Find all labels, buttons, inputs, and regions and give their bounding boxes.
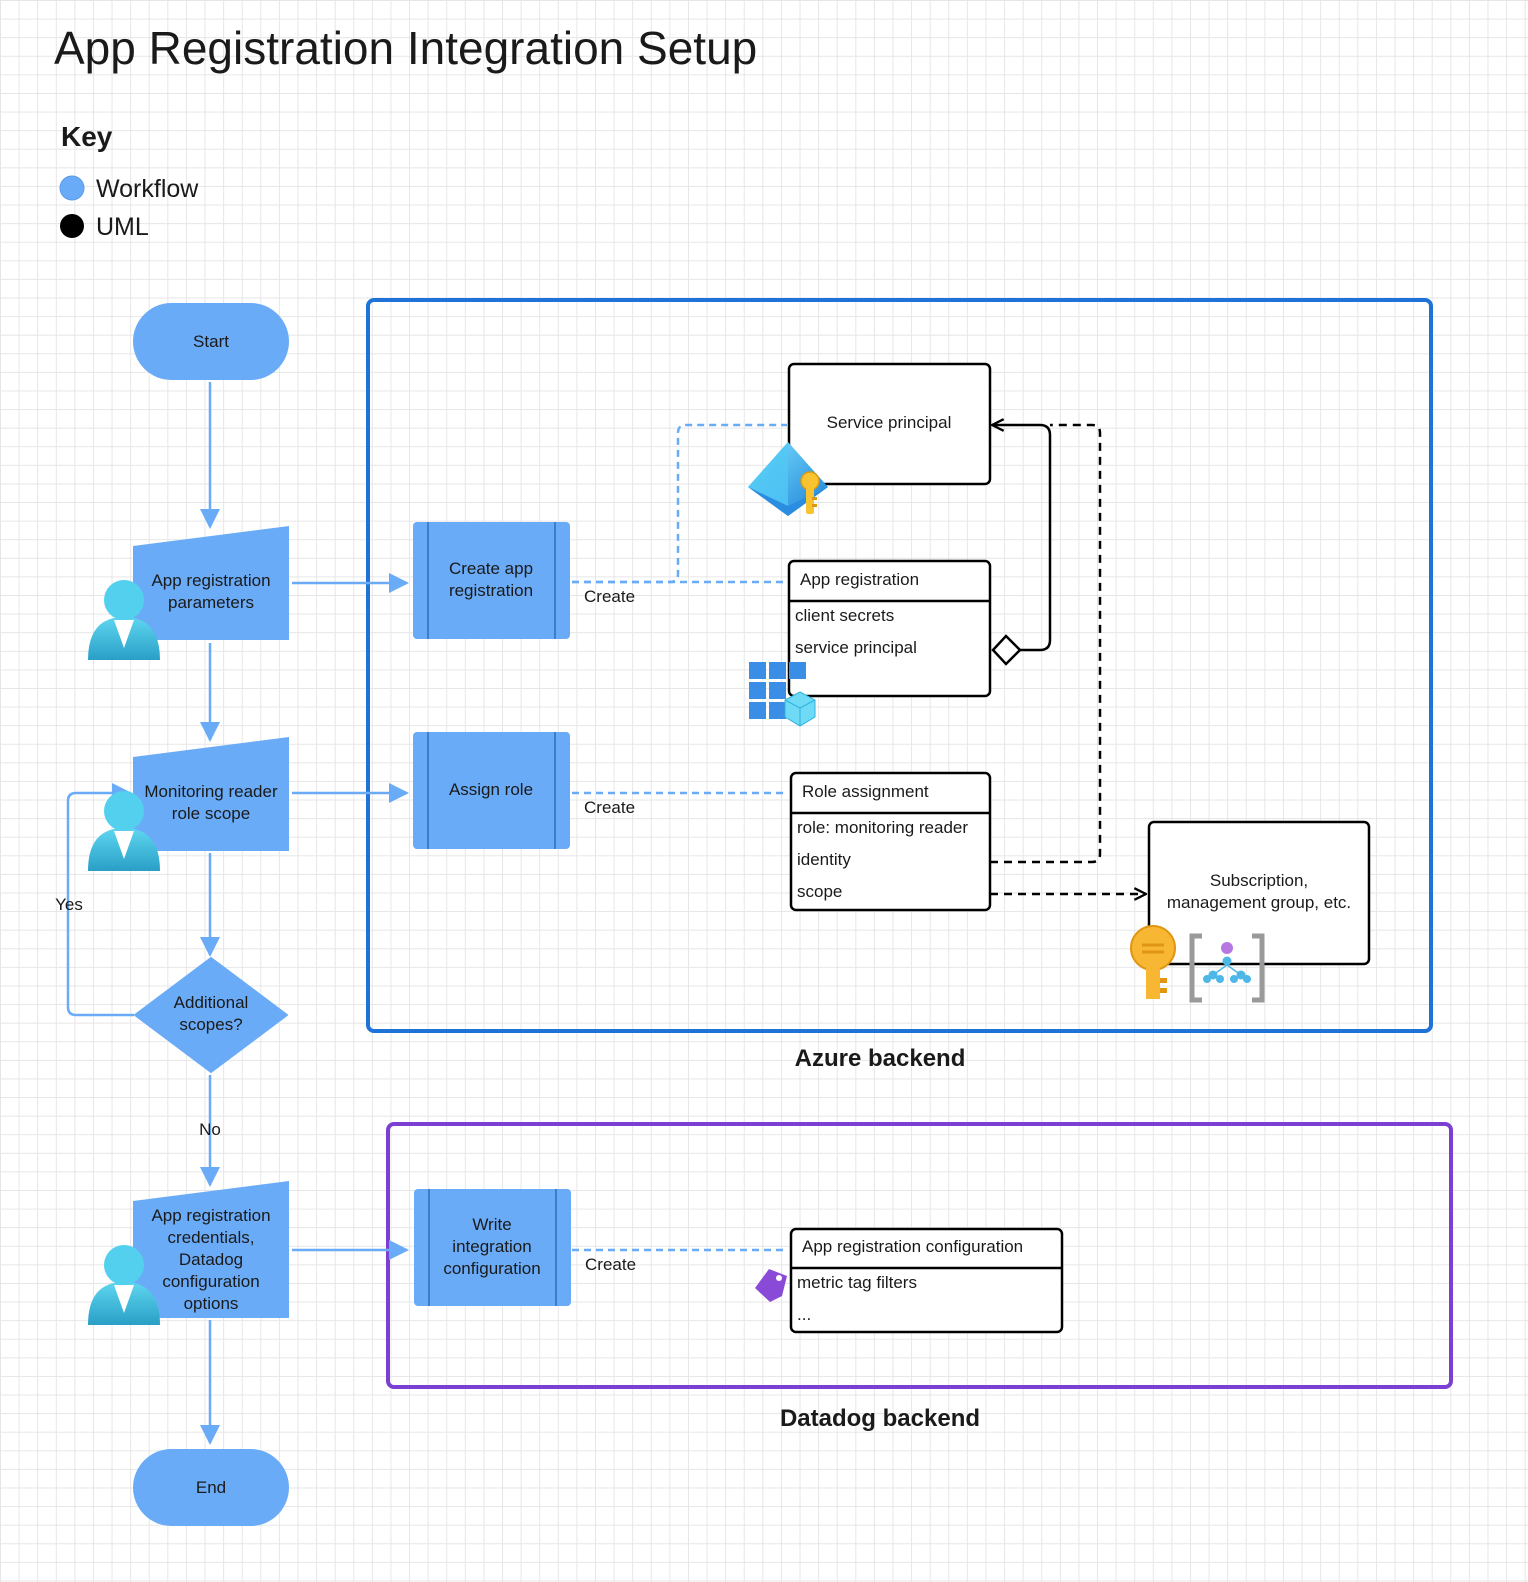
entra-id-icon <box>748 442 828 516</box>
credentials-line2: credentials, <box>168 1228 255 1247</box>
monitoring-scope-line1: Monitoring reader <box>144 782 278 801</box>
create-app-reg-line2: registration <box>449 581 533 600</box>
datadog-backend-container <box>386 1122 1453 1389</box>
subscription-line1: Subscription, <box>1210 871 1308 890</box>
app-registration-header: App registration <box>800 570 919 589</box>
additional-scopes-decision[interactable]: Additional scopes? <box>134 957 288 1073</box>
create-label-app-reg: Create <box>584 587 635 606</box>
role-assignment-class[interactable]: Role assignment role: monitoring reader … <box>789 771 992 912</box>
user-icon <box>88 580 160 660</box>
assign-role-label: Assign role <box>449 780 533 799</box>
monitoring-scope-line2: role scope <box>172 804 250 823</box>
role-assignment-field-role: role: monitoring reader <box>797 818 968 837</box>
app-reg-config-field-more: ... <box>797 1305 811 1324</box>
app-reg-config-header: App registration configuration <box>802 1237 1023 1256</box>
role-assignment-field-scope: scope <box>797 882 842 901</box>
user-icon <box>88 1245 160 1325</box>
uml-relations <box>992 425 1052 666</box>
credentials-line4: configuration <box>162 1272 259 1291</box>
app-registration-icon <box>749 662 816 727</box>
credentials-line3: Datadog <box>179 1250 243 1269</box>
app-reg-params-line1: App registration <box>151 571 270 590</box>
key-uml-label: UML <box>96 213 149 241</box>
app-registration-configuration-class[interactable]: App registration configuration metric ta… <box>789 1227 1064 1334</box>
credentials-line5: options <box>184 1294 239 1313</box>
service-principal-label: Service principal <box>827 413 952 432</box>
datadog-backend-label: Datadog backend <box>780 1405 980 1432</box>
create-label-config: Create <box>585 1255 636 1274</box>
write-config-line2: integration <box>452 1237 531 1256</box>
decision-line1: Additional <box>174 993 249 1012</box>
start-label: Start <box>193 332 229 351</box>
subscription-line2: management group, etc. <box>1167 893 1351 912</box>
key-workflow-label: Workflow <box>96 175 199 203</box>
azure-backend-label: Azure backend <box>795 1045 966 1072</box>
azure-backend-container <box>366 298 1433 1033</box>
end-label: End <box>196 1478 226 1497</box>
subscription-class[interactable]: Subscription, management group, etc. <box>1147 820 1371 966</box>
workflow-connectors <box>66 382 409 1445</box>
app-registration-field-service-principal: service principal <box>795 638 917 657</box>
create-app-reg-line1: Create app <box>449 559 533 578</box>
key-title: Key <box>61 121 113 152</box>
tag-icon <box>755 1269 787 1302</box>
uml-dependencies <box>990 423 1146 894</box>
credentials-line1: App registration <box>151 1206 270 1225</box>
credentials-options-node[interactable]: App registration credentials, Datadog co… <box>133 1181 289 1318</box>
yes-label: Yes <box>55 895 83 914</box>
key-workflow-swatch <box>59 175 85 201</box>
management-group-icon <box>1189 933 1265 1003</box>
app-registration-parameters-node[interactable]: App registration parameters <box>133 526 289 640</box>
key-icon <box>1130 925 1176 999</box>
key-uml-swatch <box>60 214 84 238</box>
assign-role-process[interactable]: Assign role <box>413 732 570 849</box>
decision-line2: scopes? <box>179 1015 242 1034</box>
app-reg-params-line2: parameters <box>168 593 254 612</box>
role-assignment-field-identity: identity <box>797 850 851 869</box>
app-reg-config-field-metric-tag-filters: metric tag filters <box>797 1273 917 1292</box>
write-config-line1: Write <box>472 1215 511 1234</box>
create-connectors <box>572 423 787 1252</box>
no-label: No <box>199 1120 221 1139</box>
write-config-line3: configuration <box>443 1259 540 1278</box>
role-assignment-header: Role assignment <box>802 782 929 801</box>
user-icon <box>88 791 160 871</box>
monitoring-reader-scope-node[interactable]: Monitoring reader role scope <box>133 737 289 851</box>
write-integration-configuration-process[interactable]: Write integration configuration <box>414 1189 571 1306</box>
page-title: App Registration Integration Setup <box>54 22 757 74</box>
create-label-role: Create <box>584 798 635 817</box>
start-node[interactable]: Start <box>133 303 289 380</box>
app-registration-field-client-secrets: client secrets <box>795 606 894 625</box>
end-node[interactable]: End <box>133 1449 289 1526</box>
service-principal-class[interactable]: Service principal <box>787 362 992 486</box>
app-registration-class[interactable]: App registration client secrets service … <box>787 559 992 698</box>
create-app-registration-process[interactable]: Create app registration <box>413 522 570 639</box>
